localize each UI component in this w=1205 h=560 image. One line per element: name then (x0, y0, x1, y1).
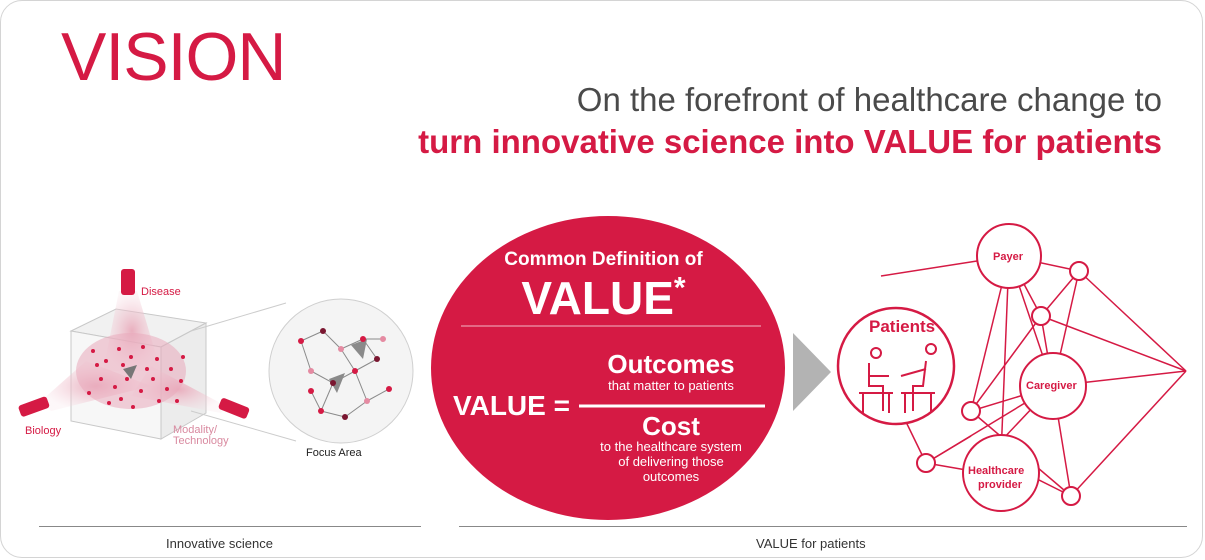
caregiver-label: Caregiver (1026, 380, 1077, 392)
provider-label-1: Healthcare (968, 465, 1025, 477)
right-divider-line (459, 526, 1187, 527)
equation-lhs: VALUE = (453, 390, 570, 421)
biology-label: Biology (25, 425, 62, 437)
focus-triangle-2 (329, 373, 345, 393)
stakeholder-network (836, 223, 1187, 512)
page-title: VISION (61, 19, 286, 95)
arrow-right-icon (793, 333, 831, 411)
subtitle-line-1: On the forefront of healthcare change to (576, 81, 1162, 118)
patients-node (836, 306, 956, 426)
network-small-nodes (916, 261, 1089, 506)
biology-flashlight-icon (18, 396, 50, 417)
subtitle-line-2: turn innovative science into VALUE for p… (418, 123, 1162, 160)
denominator-line-2: of delivering those (618, 454, 724, 469)
value-heading: Common Definition of (504, 249, 703, 270)
modality-flashlight-icon (218, 398, 250, 419)
science-dots (87, 345, 185, 409)
payer-node (976, 223, 1042, 289)
zoom-line-bottom (190, 410, 297, 442)
focus-triangle-small (123, 365, 137, 379)
provider-label-2: provider (978, 479, 1023, 491)
value-circle (431, 216, 785, 520)
innovative-science-label: Innovative science (166, 536, 273, 551)
value-word-text: VALUE (521, 272, 674, 324)
numerator-subtitle: that matter to patients (608, 378, 734, 393)
value-for-patients-label: VALUE for patients (756, 536, 866, 551)
innovative-science-illustration (18, 269, 414, 444)
patient-caregiver-icon (859, 343, 937, 413)
caregiver-node (1019, 352, 1087, 420)
disease-label: Disease (141, 286, 181, 298)
focus-area-circle (268, 298, 414, 444)
patients-label: Patients (869, 317, 936, 336)
zoom-line-top (190, 302, 287, 332)
value-asterisk: * (673, 271, 686, 305)
denominator-line-1: to the healthcare system (600, 439, 742, 454)
value-word: VALUE* (1, 271, 1202, 325)
provider-node (962, 434, 1040, 512)
focus-triangle-1 (351, 339, 367, 359)
numerator-title: Outcomes (607, 349, 735, 379)
left-divider-line (39, 526, 421, 527)
disease-flashlight-icon (121, 269, 135, 295)
modality-label: Modality/ Technology (173, 424, 229, 447)
denominator-title: Cost (642, 411, 700, 441)
focus-nodes (298, 328, 392, 420)
denominator-line-3: outcomes (642, 469, 700, 484)
payer-label: Payer (993, 251, 1023, 263)
focus-area-label: Focus Area (306, 447, 362, 459)
